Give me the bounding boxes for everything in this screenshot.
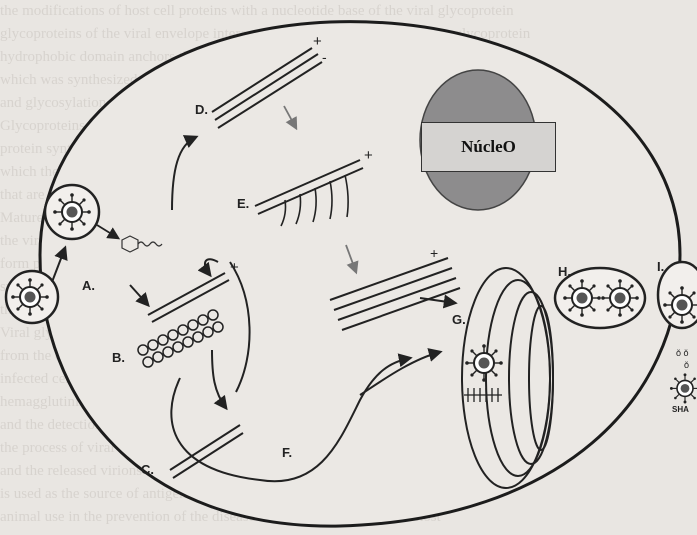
stage-label-B: B. (112, 350, 125, 365)
D-plus-sign: + (313, 33, 322, 50)
svg-text:ǒ: ǒ (684, 360, 689, 370)
svg-text:ǒ ǒ: ǒ ǒ (676, 348, 689, 358)
D-minus-sign: - (322, 49, 327, 65)
E-plus-sign: + (364, 147, 373, 164)
G-plus-sign: + (430, 245, 438, 261)
stage-label-D: D. (195, 102, 208, 117)
shed-virion (670, 373, 697, 403)
stage-label-H: H. (558, 264, 571, 279)
shed-label: SHA (672, 405, 689, 414)
shed-antigens: ǒ ǒ ǒ (676, 348, 689, 370)
stage-label-C: C. (141, 462, 154, 477)
stage-label-G: G. (452, 312, 466, 327)
stage-label-I: I. (657, 259, 664, 274)
stage-label-F: F. (282, 445, 292, 460)
stage-label-A: A. (82, 278, 95, 293)
stage-label-E: E. (237, 196, 249, 211)
nucleus-label: NúcleO (421, 122, 556, 172)
